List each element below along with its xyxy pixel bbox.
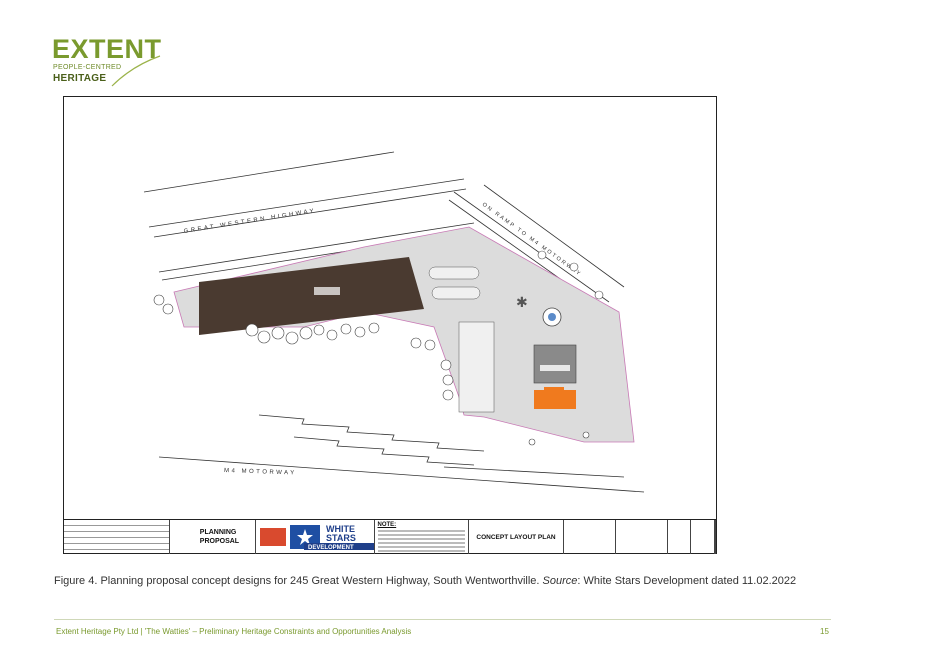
m4-motorway-road — [158, 414, 645, 493]
developer-line-2: STARS — [326, 533, 356, 543]
drawing-number-cell — [668, 520, 692, 554]
building-label-box — [314, 287, 340, 295]
caption-source-label: Source — [542, 575, 578, 587]
drawing-title: CONCEPT LAYOUT PLAN — [476, 533, 556, 541]
highlighted-building — [534, 387, 576, 409]
secondary-building — [533, 344, 577, 384]
footer-divider — [54, 619, 831, 620]
stage-label: PLANNING PROPOSAL — [170, 520, 257, 554]
developer-line-1: WHITE — [326, 524, 355, 534]
stage-line-1: PLANNING — [199, 529, 237, 536]
logo-brand: EXTENT — [52, 34, 162, 64]
great-western-highway-label: GREAT WESTERN HIGHWAY — [183, 208, 316, 235]
logo-tagline-bottom: HERITAGE — [53, 73, 107, 84]
trees — [153, 250, 604, 446]
star-marker-icon: ✱ — [516, 294, 528, 310]
notes-box: NOTE: — [375, 520, 470, 554]
main-building — [199, 257, 424, 335]
revision-table — [64, 520, 170, 554]
figure-caption: Figure 4. Planning proposal concept desi… — [54, 575, 796, 587]
stage-line-2: PROPOSAL — [199, 538, 240, 545]
car-park-lanes — [428, 266, 495, 413]
m4-motorway-label: M4 MOTORWAY — [224, 468, 297, 477]
drawing-title-cell: CONCEPT LAYOUT PLAN — [469, 520, 564, 554]
developer-line-3: DEVELOPMENT — [308, 545, 354, 551]
site-plan-drawing: GREAT WESTERN HIGHWAY ON RAMP TO M4 MOTO… — [143, 151, 645, 493]
white-stars-logo-icon: WHITE STARS DEVELOPMENT — [260, 524, 374, 551]
logo-swoosh-icon — [111, 55, 161, 87]
scale-cell — [691, 520, 715, 554]
logo-tagline-top: PEOPLE-CENTRED — [53, 64, 122, 71]
client-info-cell — [616, 520, 668, 554]
caption-prefix: Figure 4. Planning proposal concept desi… — [54, 575, 543, 587]
note-heading: NOTE: — [377, 522, 397, 528]
developer-logo: WHITE STARS DEVELOPMENT — [256, 520, 375, 554]
sheet-size-cell: A3 — [715, 520, 716, 554]
project-info-cell — [564, 520, 616, 554]
extent-heritage-logo: EXTENT PEOPLE-CENTRED HERITAGE — [52, 36, 162, 92]
caption-source-text: : White Stars Development dated 11.02.20… — [577, 575, 797, 587]
footer-document-title: Extent Heritage Pty Ltd | 'The Watties' … — [56, 627, 412, 636]
concept-plan-figure: GREAT WESTERN HIGHWAY ON RAMP TO M4 MOTO… — [63, 96, 717, 554]
page-number: 15 — [820, 627, 829, 636]
drawing-title-block: PLANNING PROPOSAL WHITE STARS DEVELOPMEN… — [64, 519, 716, 554]
